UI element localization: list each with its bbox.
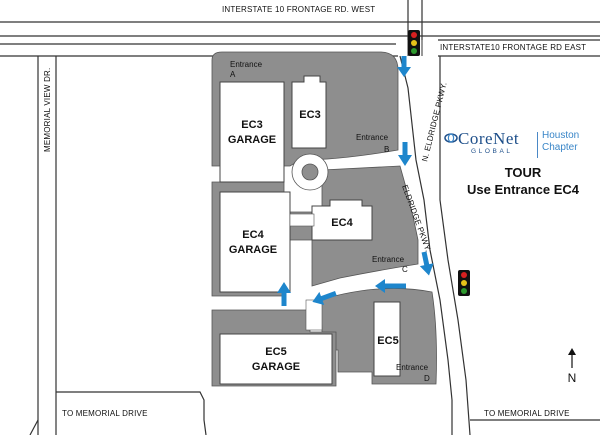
entrance-b-label: Entrance [356, 133, 389, 142]
route-arrows [277, 56, 434, 306]
logo-brand-sub: GLOBAL [471, 148, 513, 155]
to-memorial-left-label: TO MEMORIAL DRIVE [62, 409, 148, 418]
lane-cutouts [289, 213, 323, 331]
ec4-garage-label: EC4 [242, 229, 264, 241]
interstate-roads [0, 21, 600, 57]
corenet-logo: CoreNet GLOBAL Houston Chapter [444, 128, 590, 164]
ec3-garage [219, 81, 285, 183]
arrow-down-icon [397, 56, 411, 77]
entrance-c-letter: C [402, 265, 408, 274]
entrance-d-letter: D [424, 374, 430, 383]
tour-subtitle: Use Entrance EC4 [467, 182, 579, 197]
memorial-view-label: MEMORIAL VIEW DR. [43, 68, 52, 152]
entrance-b-letter: B [384, 145, 389, 154]
logo-divider [537, 132, 538, 158]
arrow-left-icon [375, 279, 406, 293]
ec4-building [311, 199, 373, 241]
arrow-down-icon [398, 142, 412, 166]
roundabout [291, 153, 329, 191]
logo-chapter-line1: Houston [542, 130, 580, 141]
entrance-c-label: Entrance [372, 255, 405, 264]
interstate-west-label: INTERSTATE 10 FRONTAGE RD. WEST [222, 5, 375, 14]
ec3-building [291, 75, 327, 149]
entrance-a-label: Entrance [230, 60, 263, 69]
eldridge-north-label: N. ELDRIDGE PKWY. [420, 81, 448, 162]
interstate-east-label: INTERSTATE10 FRONTAGE RD EAST [440, 43, 586, 52]
ec3-label: EC3 [299, 109, 320, 121]
north-arrow-icon [568, 348, 576, 368]
ec4-garage-label-2: GARAGE [229, 244, 277, 256]
buildings [219, 75, 401, 385]
traffic-signal-south-icon [458, 270, 470, 296]
ec3-garage-label-2: GARAGE [228, 134, 276, 146]
corenet-logo-icon [444, 133, 458, 143]
arrow-left-icon [312, 290, 337, 306]
ec5-garage [219, 333, 333, 385]
arrow-down-icon [419, 251, 434, 276]
bottom-roads [29, 391, 600, 435]
ec5-building [373, 301, 401, 377]
logo-chapter-line2: Chapter [542, 142, 578, 153]
traffic-signal-north-icon [408, 30, 420, 56]
arrow-up-icon [277, 282, 291, 306]
ec5-label: EC5 [377, 335, 398, 347]
to-memorial-right-label: TO MEMORIAL DRIVE [484, 409, 570, 418]
logo-brand: CoreNet [458, 129, 520, 148]
entrance-a-letter: A [230, 70, 236, 79]
ec4-garage [219, 191, 291, 293]
ec5-garage-label-2: GARAGE [252, 361, 300, 373]
memorial-view-road [37, 56, 57, 435]
entrance-d-label: Entrance [396, 363, 429, 372]
ec4-label: EC4 [331, 217, 353, 229]
north-label: N [568, 371, 577, 385]
tour-title: TOUR [504, 165, 542, 180]
ec5-garage-label: EC5 [265, 346, 286, 358]
ec3-garage-label: EC3 [241, 119, 262, 131]
logo-chapter: Houston Chapter [542, 130, 579, 154]
